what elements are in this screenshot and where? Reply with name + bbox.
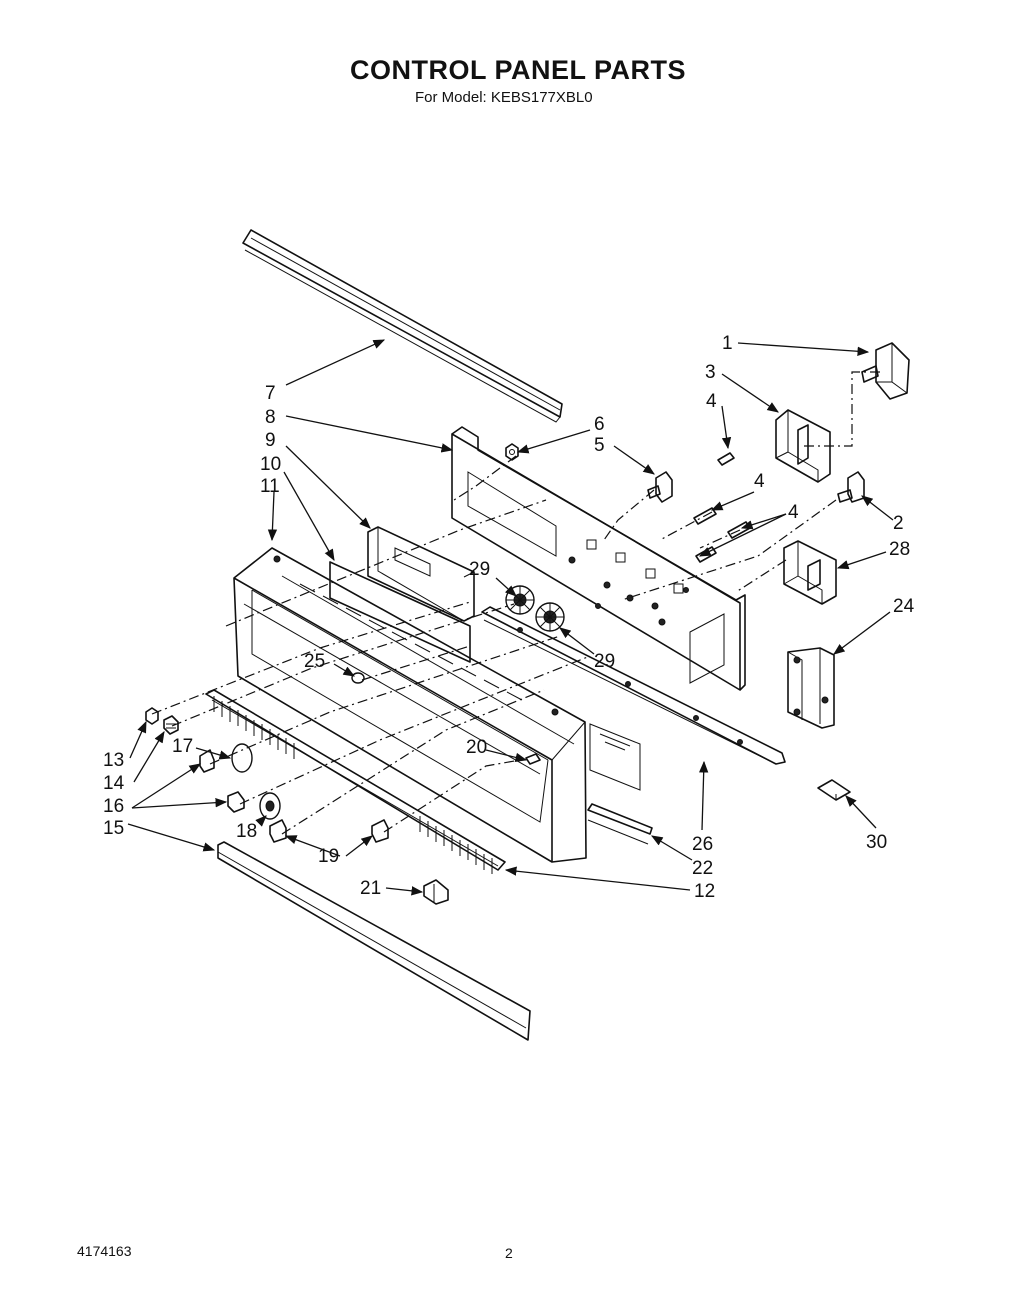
encoder-wheels [505,585,565,632]
relay-bracket [775,409,831,483]
callout-labels: 1 3 4 4 4 5 6 7 8 9 10 11 12 13 14 15 16… [103,333,915,902]
control-panel-backing-plate [451,426,746,691]
callout-22: 22 [692,858,713,879]
small-parts [351,672,541,905]
mounting-rail [481,606,786,765]
callout-29: 29 [469,559,490,580]
callout-4: 4 [788,502,799,523]
callout-25: 25 [304,651,325,672]
callout-3: 3 [705,362,716,383]
clip [817,779,851,801]
nut [505,443,519,461]
vent-grille-strip [205,689,506,874]
callout-10: 10 [260,454,281,475]
callout-12: 12 [694,881,715,902]
callout-18: 18 [236,821,257,842]
callout-4: 4 [706,391,717,412]
callout-17: 17 [172,736,193,757]
callout-26: 26 [692,834,713,855]
callout-5: 5 [594,435,605,456]
page-number: 2 [505,1245,513,1261]
callout-29: 29 [594,651,615,672]
callout-7: 7 [265,383,276,404]
knobs [199,749,389,843]
callout-30: 30 [866,832,887,853]
callout-16: 16 [103,796,124,817]
switch-component [861,342,910,400]
callout-19: 19 [318,846,339,867]
spindle-5 [647,471,673,503]
top-trim-strip [242,229,563,423]
knob-discs [231,743,281,820]
spindle-2 [837,471,865,503]
callout-9: 9 [265,430,276,451]
callout-1: 1 [722,333,733,354]
model-subtitle: For Model: KEBS177XBL0 [415,89,593,106]
callout-21: 21 [360,878,381,899]
overlay-gasket [329,561,471,663]
mounting-bracket [787,647,835,729]
display-board [367,526,475,622]
console-housing [233,547,641,863]
leader-lines [127,339,894,896]
callout-8: 8 [265,407,276,428]
callout-11: 11 [260,476,280,497]
screws [145,707,179,735]
lower-trim-strip [217,841,531,1041]
callout-6: 6 [594,414,605,435]
callout-4: 4 [754,471,765,492]
document-number: 4174163 [77,1243,132,1259]
callout-14: 14 [103,773,125,794]
callout-20: 20 [466,737,487,758]
callout-28: 28 [889,539,910,560]
page-title: CONTROL PANEL PARTS [349,55,687,85]
callout-2: 2 [893,513,904,534]
lower-bracket [587,803,653,845]
callout-15: 15 [103,818,124,839]
callout-24: 24 [893,596,915,617]
alignment-lines [151,371,880,835]
switch-assembly [783,540,837,605]
callout-13: 13 [103,750,124,771]
